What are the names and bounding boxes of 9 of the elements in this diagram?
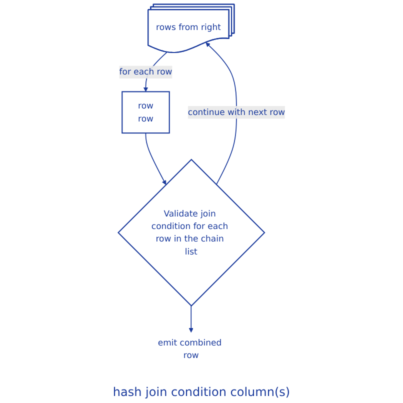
- arrow: [145, 132, 166, 185]
- note-text: hash join condition column(s): [112, 385, 290, 399]
- arrow: [188, 305, 194, 333]
- node-text: emit combined row: [158, 337, 222, 360]
- node-diamond: Validate join condition for each row in the chain list: [117, 158, 266, 307]
- arrow: [205, 42, 237, 186]
- edge-label: for each row: [119, 66, 172, 77]
- edge-label: continue with next row: [188, 107, 285, 118]
- node-box: row row: [121, 91, 170, 134]
